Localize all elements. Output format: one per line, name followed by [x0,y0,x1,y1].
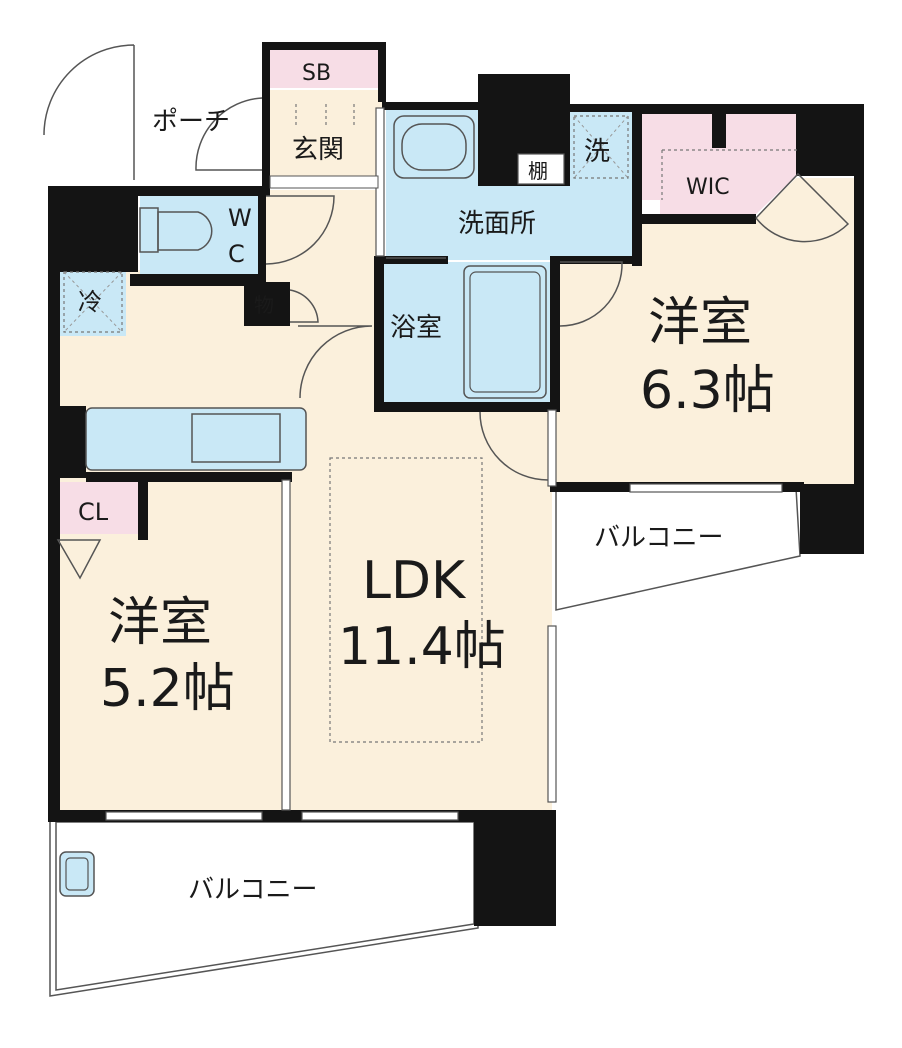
wall-closet-right [138,478,148,540]
washer-box [573,115,629,179]
room-labels: ポーチ SB 玄関 W C 洗面所 洗 棚 WIC 冷 物 浴室 洋室 6.3帖… [78,61,775,905]
western-room-2-area [58,482,284,810]
balcony-bottom-inner [55,821,475,991]
wash-basin-bowl [401,123,467,171]
closet-area [58,482,138,534]
label-shelf: 棚 [528,159,548,183]
label-western2-name: 洋室 [108,593,212,653]
bathtub [463,265,547,399]
window-room2 [105,811,263,821]
wall-wic-top [632,104,864,114]
toilet-bowl [157,211,213,251]
ldk-rug-outline [329,457,483,743]
wc-area [140,196,262,278]
label-fridge: 冷 [78,288,102,316]
windows [105,107,783,821]
doors [43,44,850,580]
label-wc-c: C [228,240,245,268]
washer-cross [573,115,629,179]
door-porch-right [195,97,263,171]
label-ldk-size: 11.4帖 [338,617,506,677]
kitchen-sink [191,413,281,463]
kitchen-counter [85,407,307,471]
wall-entrance-right [378,42,386,102]
wall-wc-bottom [130,274,266,286]
wash-basin [393,115,475,179]
wall-left-block [48,186,138,272]
wall-entrance-left [262,42,270,192]
shelf-box [517,153,565,185]
wall-wash-top [382,102,482,110]
label-wc-w: W [228,204,252,232]
porch-area [134,45,267,185]
door-wc [265,195,335,265]
wall-right-block [796,104,864,176]
window-ldk [301,811,459,821]
wall-bath-bottom [374,402,560,412]
wic-area [640,114,800,218]
label-ldk-name: LDK [362,551,467,611]
label-entrance: 玄関 [292,135,344,165]
window-ldk-side [547,625,557,803]
partition-room2-ldk [281,479,291,811]
wall-wic-bottom [632,214,756,224]
room-fills [58,45,858,810]
label-bath: 浴室 [390,313,442,343]
wall-wic-divider [712,104,726,148]
partition-room1-ldk [547,409,557,487]
bathtub-inner [469,271,541,393]
door-storage [289,289,319,323]
door-porch-left [43,44,135,180]
wall-storage [244,282,290,326]
label-western2-size: 5.2帖 [100,659,235,719]
door-bath [298,325,373,399]
wic-hanger [661,149,800,200]
wall-left [48,186,60,816]
door-room1 [559,261,623,327]
entrance-dividers [295,104,355,126]
wall-kitchen-block [48,406,86,478]
label-balcony-bottom: バルコニー [188,875,317,905]
entrance-step [269,175,379,189]
wall-bath-top-right [550,256,642,264]
balcony-faucet [59,851,95,897]
label-porch: ポーチ [152,107,230,137]
wall-room2-top [86,472,292,482]
wall-bath-mid [374,256,448,264]
wall-wc-right [258,190,266,286]
label-storage: 物 [254,293,274,317]
wall-wash-top-right [566,104,640,112]
wall-wash-right [632,104,642,266]
label-western1-name: 洋室 [648,293,752,353]
balcony-faucet-inner [65,857,89,891]
door-wic [755,172,850,243]
fridge-cross [63,271,123,333]
wall-right-bottom-block [800,484,864,554]
label-wic: WIC [686,175,730,200]
wall-porch-bottom [134,186,270,196]
wall-bath-right [550,256,560,412]
window-room1 [629,483,783,493]
sb-area [270,48,380,88]
walls [48,42,864,926]
wall-bottom-block [474,810,556,926]
wall-bath-left [374,256,384,410]
bath-area [382,262,550,402]
door-closet [56,539,102,580]
label-closet: CL [78,498,109,526]
label-western1-size: 6.3帖 [640,361,775,421]
door-ldk-bath [479,411,549,481]
wall-right [854,104,864,550]
label-sb: SB [302,61,331,86]
fridge-box [63,271,123,333]
label-washroom: 洗面所 [458,209,536,239]
label-washer: 洗 [584,137,610,167]
wall-entrance-frame [262,42,386,50]
label-balcony-right: バルコニー [594,523,723,553]
fixtures [59,104,800,897]
balcony-bottom-outline [49,817,479,997]
